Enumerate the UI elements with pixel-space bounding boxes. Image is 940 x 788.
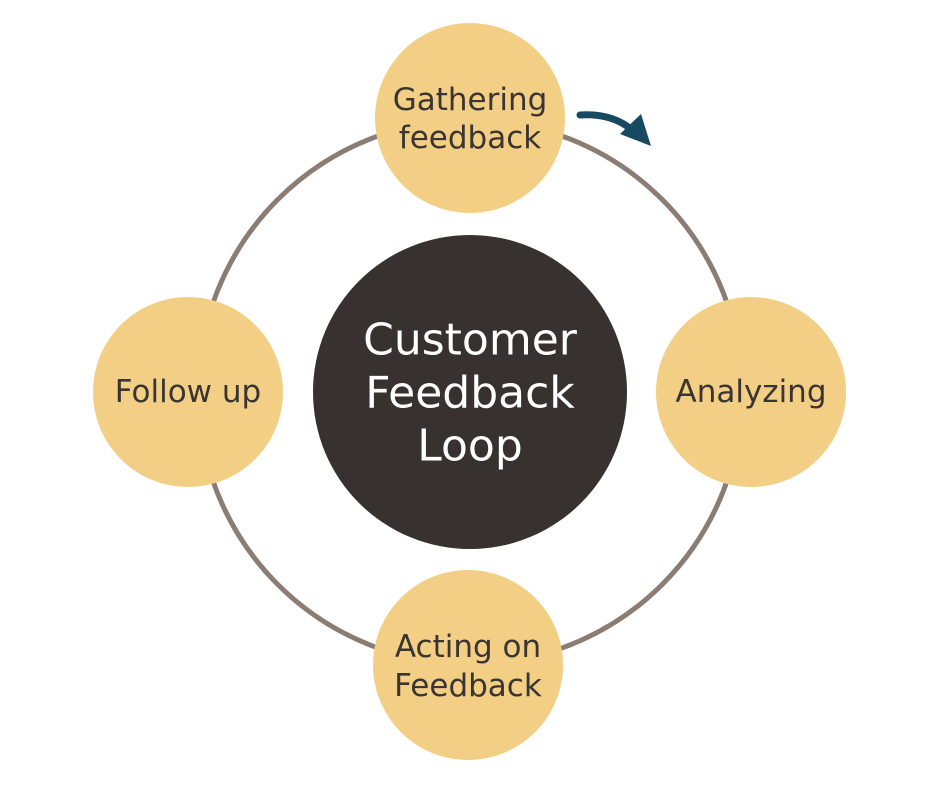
stage-node-analyzing: Analyzing [656, 297, 846, 487]
stage-label-gathering-line-1: Gathering [393, 82, 548, 118]
clockwise-arrow-icon [576, 111, 651, 146]
stage-circle-acting [373, 570, 563, 760]
stage-label-analyzing: Analyzing [675, 374, 826, 410]
center-circle [313, 235, 627, 549]
stage-label-gathering-line-2: feedback [399, 120, 541, 156]
center-title-line-3: Loop [417, 421, 523, 472]
stage-label-acting-line-2: Feedback [394, 668, 542, 704]
stage-circle-analyzing [656, 297, 846, 487]
stage-circle-follow-up [93, 297, 283, 487]
stage-node-follow-up: Follow up [93, 297, 283, 487]
stage-label-acting-line-1: Acting on [395, 629, 541, 665]
stage-node-acting: Acting on Feedback [373, 570, 563, 760]
stage-node-gathering: Gathering feedback [375, 23, 565, 213]
center-title-line-1: Customer [363, 315, 578, 366]
stage-circle-gathering [375, 23, 565, 213]
center-title-line-2: Feedback [365, 368, 575, 419]
center-node: Customer Feedback Loop [313, 235, 627, 549]
stage-label-follow-up: Follow up [115, 374, 261, 410]
